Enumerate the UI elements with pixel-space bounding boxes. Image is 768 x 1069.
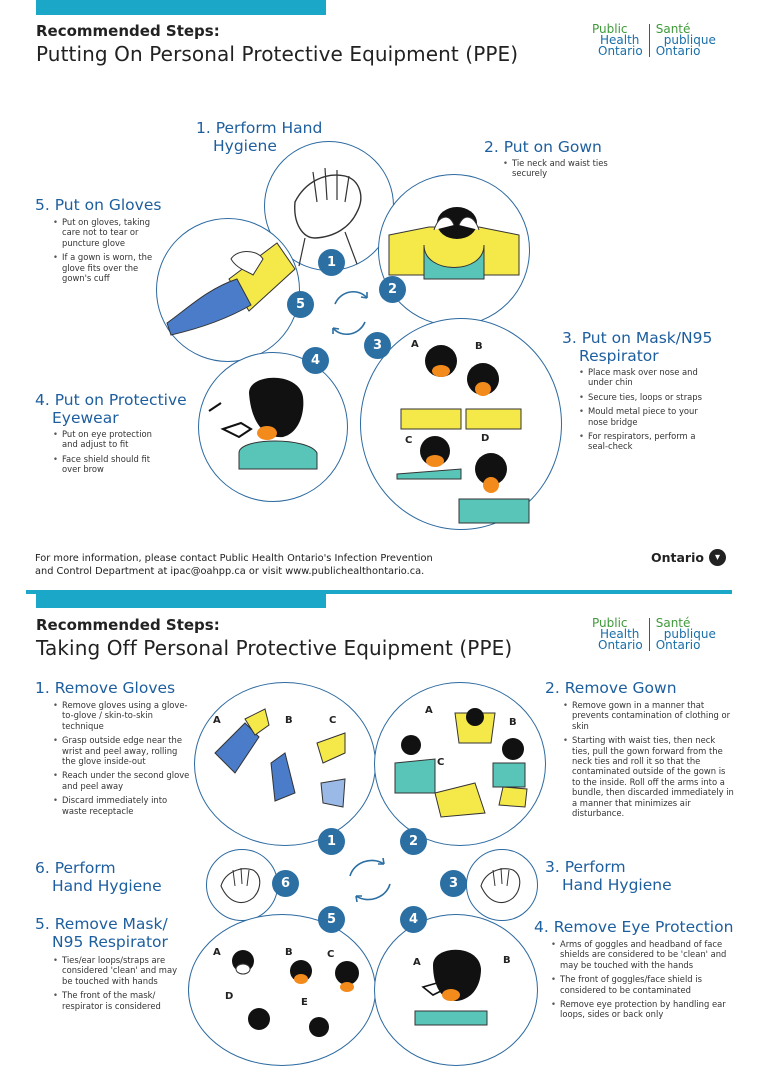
divider-bar (26, 590, 732, 594)
remove-eye-protection-illustration: A B (374, 914, 538, 1066)
step-number-badge: 2 (379, 276, 406, 303)
substep-label: A (411, 339, 419, 350)
trillium-icon: ▾ (708, 549, 726, 566)
step-bullets: Arms of goggles and headband of face shi… (550, 939, 736, 1024)
step-number-badge: 2 (400, 828, 427, 855)
logo-text: Ontario (655, 44, 701, 58)
step-bullets: Tie neck and waist ties securely (502, 158, 622, 183)
substep-label: D (481, 433, 490, 444)
logo-text: Santé (655, 22, 691, 36)
step-bullets: Ties/ear loops/straps are considered 'cl… (52, 955, 178, 1015)
remove-gown-illustration: A B C (374, 682, 546, 846)
cycle-arrows-icon (332, 291, 368, 335)
substep-label: C (405, 435, 413, 446)
step-number-badge: 1 (318, 249, 345, 276)
substep-label: B (285, 947, 293, 958)
goggles-person-icon (208, 377, 318, 470)
step-title: 2. Remove Gown (545, 679, 677, 697)
substep-label: B (475, 341, 483, 352)
glove-icon (166, 242, 296, 336)
step-title: 1. Perform Hand Hygiene (196, 119, 323, 155)
step-bullets: Remove gloves using a glove-to-glove / s… (52, 700, 192, 820)
substep-label: B (503, 955, 511, 966)
step-number-badge: 4 (302, 347, 329, 374)
gloves-removal-icon (214, 708, 346, 808)
mask-person-icon (396, 345, 530, 524)
gloves-illustration (156, 218, 300, 362)
pho-logo: Public Health Ontario Santé publique Ont… (592, 22, 716, 58)
step-number-badge: 1 (318, 828, 345, 855)
step-bullets: Place mask over nose and under chin Secu… (578, 367, 718, 456)
step-title: 6. Perform Hand Hygiene (35, 859, 162, 895)
contact-footer: For more information, please contact Pub… (35, 553, 433, 577)
step-title: 5. Put on Gloves (35, 196, 162, 214)
logo-text: Santé (655, 616, 691, 630)
step-title: 3. Perform Hand Hygiene (545, 858, 672, 894)
step-number-badge: 5 (318, 906, 345, 933)
step-bullets: Remove gown in a manner that prevents co… (562, 700, 734, 822)
step-bullets: Put on eye protection and adjust to fit … (52, 429, 164, 479)
mask-removal-icon (232, 950, 359, 1037)
logo-text: Ontario (655, 638, 701, 652)
substep-label: C (329, 715, 337, 726)
top-accent-bar (36, 0, 326, 15)
logo-divider (648, 618, 650, 651)
substep-label: A (413, 957, 421, 968)
substep-label: B (509, 717, 517, 728)
step-number-badge: 5 (287, 291, 314, 318)
step-title: 4. Put on Protective Eyewear (35, 391, 187, 427)
logo-text: Public (592, 616, 628, 630)
logo-text: Health (600, 33, 640, 47)
logo-text: publique (663, 33, 716, 47)
bottom-accent-bar (36, 594, 326, 608)
logo-text: publique (663, 627, 716, 641)
logo-text: Ontario (598, 638, 643, 652)
step-number-badge: 4 (400, 906, 427, 933)
substep-label: A (213, 715, 221, 726)
gown-illustration (378, 174, 530, 326)
gown-person-icon (388, 207, 520, 280)
step-title: 4. Remove Eye Protection (534, 918, 734, 936)
section-kicker: Recommended Steps: (36, 22, 220, 40)
step-title: 1. Remove Gloves (35, 679, 176, 697)
eyewear-illustration (198, 352, 348, 502)
substep-label: A (425, 705, 433, 716)
gown-removal-icon (394, 708, 528, 818)
ontario-logo: Ontario ▾ (651, 549, 726, 566)
hands-icon (220, 867, 261, 904)
hand-hygiene-illustration (466, 849, 538, 921)
section-kicker: Recommended Steps: (36, 616, 220, 634)
substep-label: D (225, 991, 234, 1002)
mask-illustration: A B C D (360, 318, 562, 530)
step-number-badge: 3 (364, 332, 391, 359)
page-title: Taking Off Personal Protective Equipment… (36, 636, 513, 660)
step-number-badge: 6 (272, 870, 299, 897)
hand-hygiene-illustration (206, 849, 278, 921)
substep-label: B (285, 715, 293, 726)
logo-divider (648, 24, 650, 57)
substep-label: C (437, 757, 445, 768)
logo-text: Health (600, 627, 640, 641)
step-title: 5. Remove Mask/ N95 Respirator (35, 915, 168, 951)
step-number-badge: 3 (440, 870, 467, 897)
logo-text: Ontario (598, 44, 643, 58)
hands-icon (294, 167, 362, 267)
cycle-arrows-icon (349, 857, 391, 903)
remove-mask-illustration: A B C D E (188, 914, 376, 1066)
substep-label: E (301, 997, 308, 1008)
step-title: 3. Put on Mask/N95 Respirator (562, 329, 713, 365)
pho-logo: Public Health Ontario Santé publique Ont… (592, 616, 716, 652)
hands-icon (480, 867, 521, 904)
logo-text: Public (592, 22, 628, 36)
step-title: 2. Put on Gown (484, 138, 602, 156)
goggles-removal-icon (414, 949, 488, 1026)
page-title: Putting On Personal Protective Equipment… (36, 42, 519, 66)
remove-gloves-illustration: A B C (194, 682, 376, 846)
substep-label: C (327, 949, 335, 960)
step-bullets: Put on gloves, taking care not to tear o… (52, 217, 154, 287)
substep-label: A (213, 947, 221, 958)
